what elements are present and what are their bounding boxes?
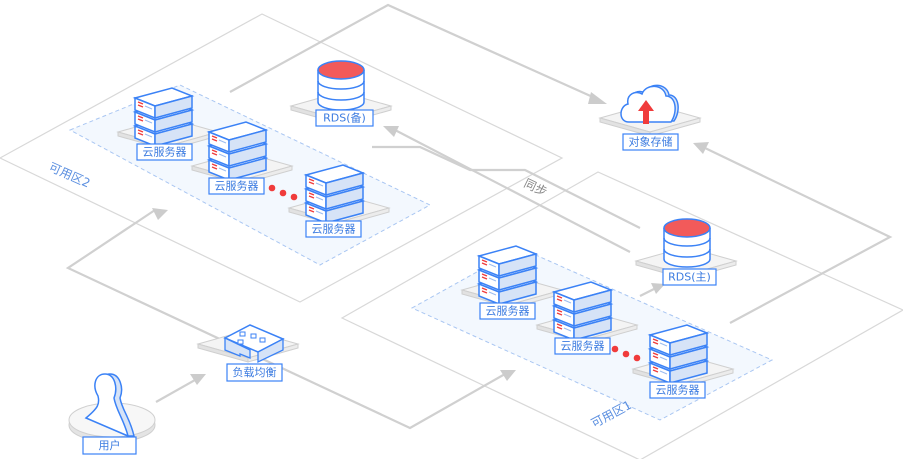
server-icon — [135, 88, 192, 146]
server-node[interactable]: 云服务器 — [536, 282, 638, 355]
user-node[interactable]: 用户 — [68, 373, 156, 455]
load-balancer-icon — [223, 324, 285, 364]
user-icon — [84, 373, 135, 438]
server-icon — [650, 325, 707, 383]
rds-primary-node[interactable]: RDS(主) — [635, 218, 737, 286]
database-icon — [663, 218, 711, 268]
cloud-upload-icon — [620, 84, 679, 124]
server-label: 云服务器 — [215, 180, 259, 193]
zone-2-label: 可用区2 — [47, 160, 93, 191]
zone-2-outline — [0, 13, 564, 303]
object-storage-label: 对象存储 — [629, 135, 673, 149]
load-balancer-label: 负载均衡 — [233, 365, 277, 379]
server-icon — [479, 246, 536, 304]
rds-standby-node[interactable]: RDS(备) — [290, 60, 392, 127]
database-icon — [317, 60, 365, 111]
object-storage-node[interactable]: 对象存储 — [599, 84, 701, 151]
server-label: 云服务器 — [656, 384, 700, 397]
server-label: 云服务器 — [312, 223, 356, 236]
server-node[interactable]: 云服务器 — [288, 165, 390, 238]
server-icon — [554, 282, 611, 340]
server-node[interactable]: 云服务器 — [117, 88, 219, 161]
zone-1-outline — [340, 171, 903, 459]
server-node[interactable]: 云服务器 — [191, 122, 293, 195]
user-label: 用户 — [99, 438, 121, 452]
more-dots — [268, 184, 641, 362]
load-balancer-node[interactable]: 负载均衡 — [197, 324, 299, 382]
server-icon — [306, 165, 363, 223]
server-label: 云服务器 — [486, 305, 530, 318]
flow-lines — [65, 3, 893, 430]
server-label: 云服务器 — [143, 146, 187, 159]
server-icon — [209, 122, 266, 180]
rds-standby-label: RDS(备) — [323, 111, 366, 125]
server-label: 云服务器 — [561, 340, 605, 353]
rds-primary-label: RDS(主) — [668, 271, 711, 284]
server-node[interactable]: 云服务器 — [632, 325, 734, 399]
zone-1-label: 可用区1 — [589, 398, 634, 431]
server-node[interactable]: 云服务器 — [461, 246, 563, 320]
